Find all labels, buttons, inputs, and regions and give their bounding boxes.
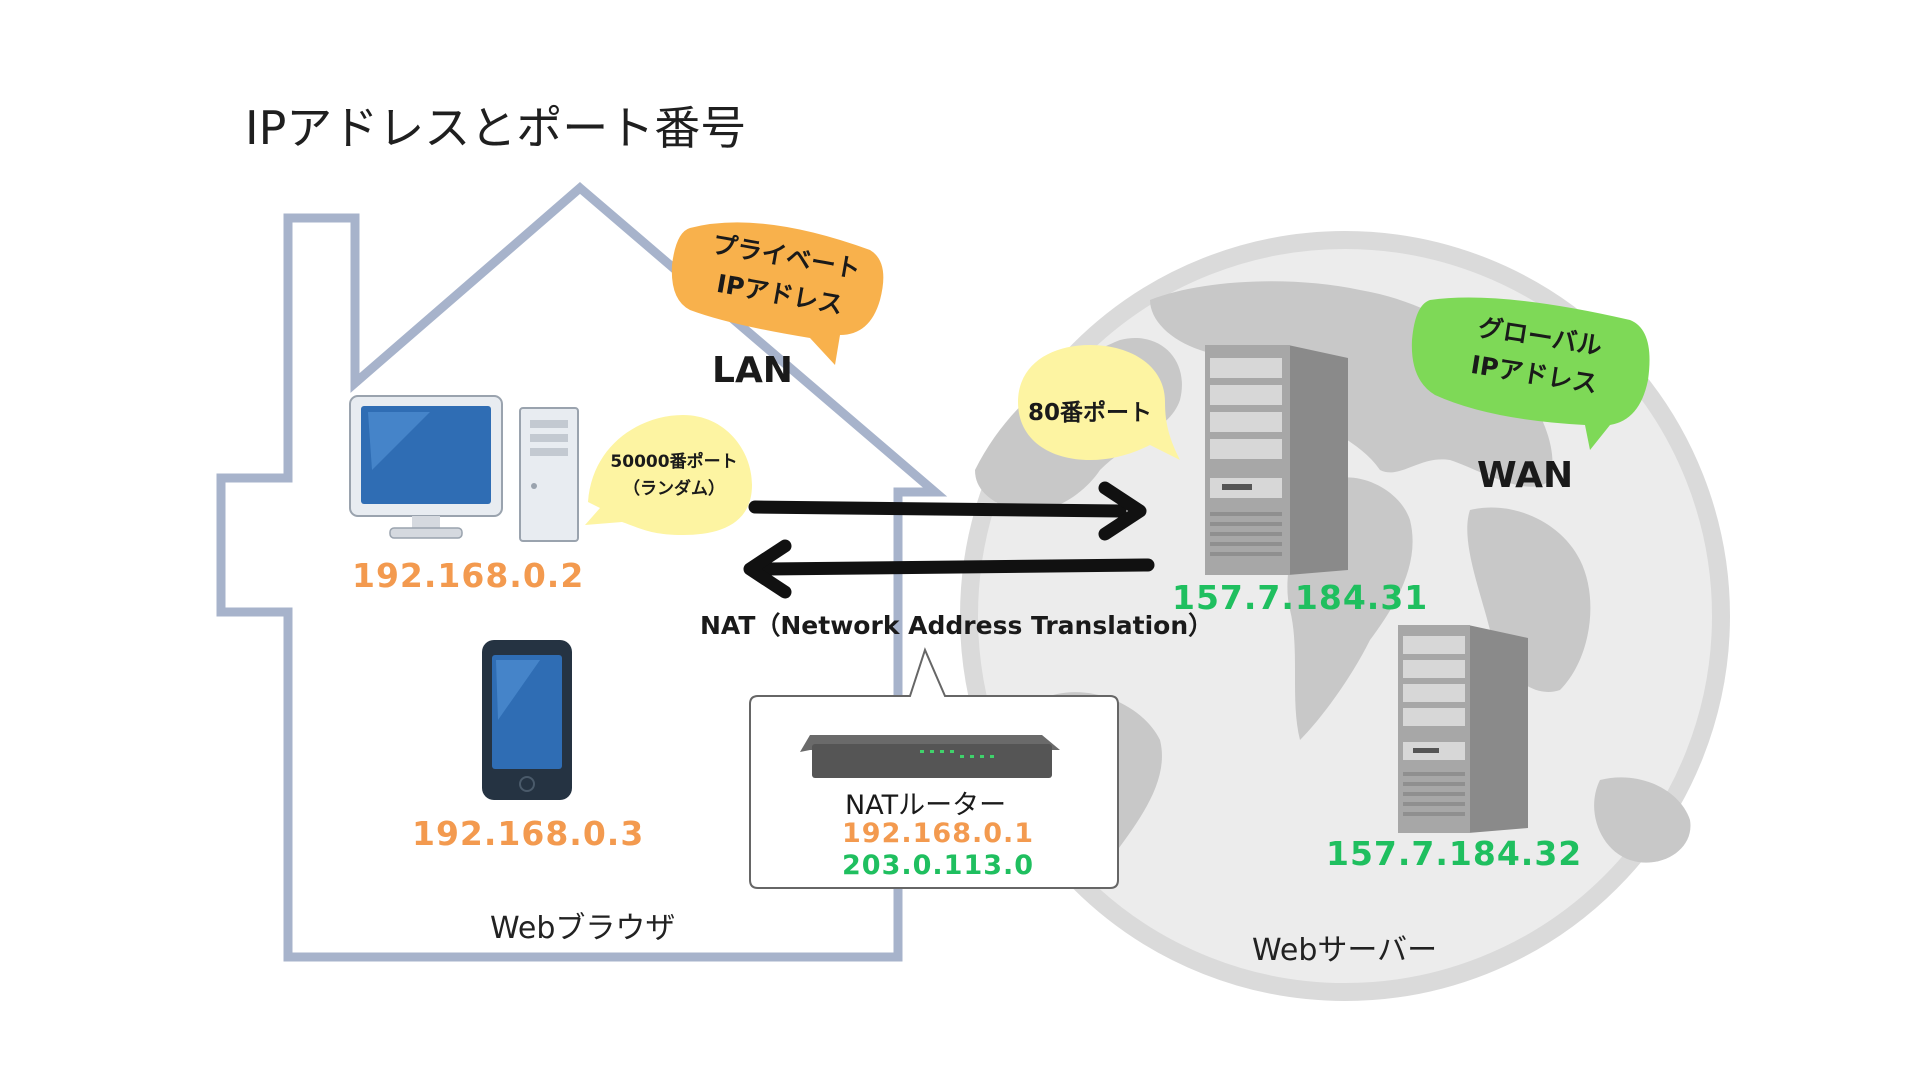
server-tower-icon-1	[1205, 345, 1348, 575]
client-port-bubble	[585, 415, 752, 535]
phone-ip-address: 192.168.0.3	[412, 814, 645, 853]
router-global-ip: 203.0.113.0	[842, 850, 1035, 881]
arrow-right	[748, 481, 1147, 541]
desktop-pc-icon	[349, 395, 579, 542]
pc-ip-address: 192.168.0.2	[352, 556, 585, 595]
arrow-left	[743, 539, 1155, 599]
client-port-text: 50000番ポート （ランダム）	[596, 449, 752, 503]
server-tower-icon-2	[1398, 625, 1528, 833]
server-port-bubble	[1018, 345, 1180, 460]
client-port-line2: （ランダム）	[623, 479, 725, 499]
private-ip-tag	[671, 222, 884, 365]
lan-label: LAN	[712, 350, 793, 391]
router-icon	[800, 735, 1060, 778]
web-browser-caption: Webブラウザ	[490, 911, 676, 946]
client-port-line1: 50000番ポート	[610, 452, 738, 472]
web-server-caption: Webサーバー	[1252, 933, 1438, 968]
server-port-text: 80番ポート	[1028, 400, 1153, 426]
nat-label: NAT（Network Address Translation）	[700, 611, 1214, 640]
server1-ip-address: 157.7.184.31	[1172, 578, 1429, 617]
router-private-ip: 192.168.0.1	[842, 818, 1035, 849]
global-ip-tag	[1411, 297, 1650, 450]
server2-ip-address: 157.7.184.32	[1326, 834, 1583, 873]
smartphone-icon	[482, 640, 572, 800]
wan-label: WAN	[1477, 455, 1574, 496]
page-title: IPアドレスとポート番号	[245, 101, 747, 155]
router-name: NATルーター	[845, 790, 1007, 821]
